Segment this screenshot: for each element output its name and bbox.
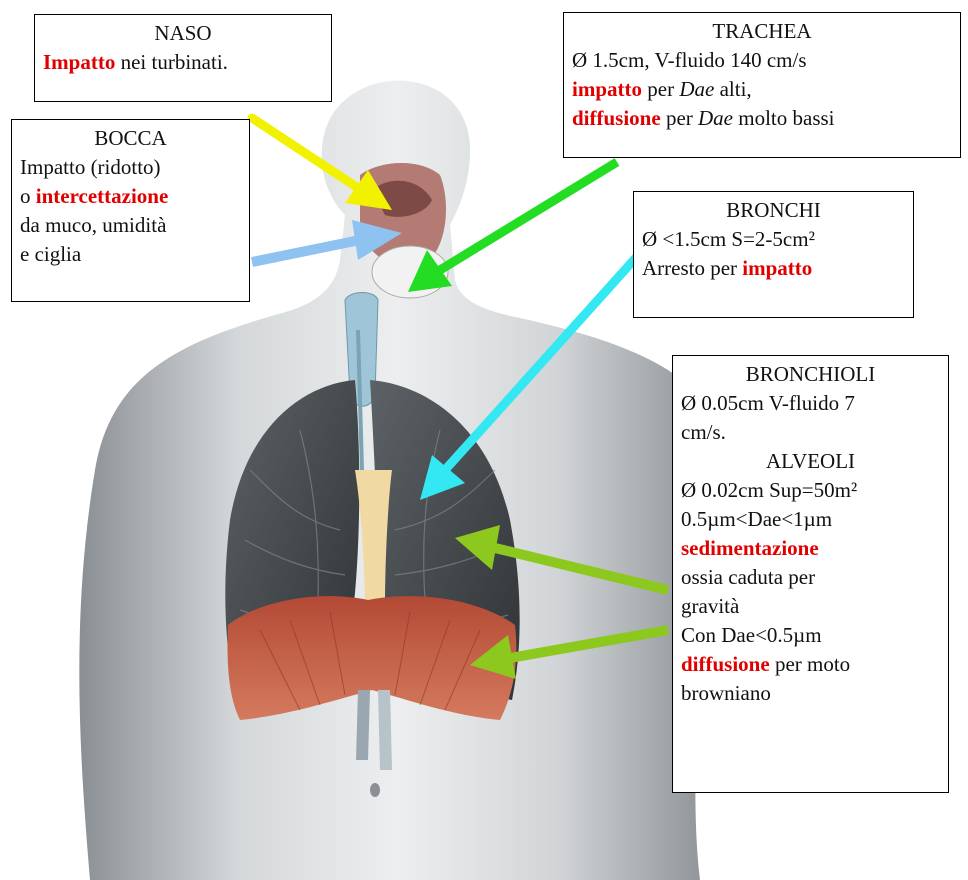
label-naso: NASO Impatto nei turbinati. bbox=[34, 14, 332, 102]
alveoli-line-5: gravità bbox=[681, 592, 940, 621]
bocca-line-4: e ciglia bbox=[20, 240, 241, 269]
bocca-line-3: da muco, umidità bbox=[20, 211, 241, 240]
alveoli-line-3: sedimentazione bbox=[681, 534, 940, 563]
alveoli-line-4: ossia caduta per bbox=[681, 563, 940, 592]
bronchi-title: BRONCHI bbox=[642, 196, 905, 225]
label-trachea: TRACHEA Ø 1.5cm, V-fluido 140 cm/s impat… bbox=[563, 12, 961, 158]
bronchi-line-2: Arresto per impatto bbox=[642, 254, 905, 283]
bocca-title: BOCCA bbox=[20, 124, 241, 153]
alveoli-line-8: browniano bbox=[681, 679, 940, 708]
trachea-title: TRACHEA bbox=[572, 17, 952, 46]
trachea-line-1: Ø 1.5cm, V-fluido 140 cm/s bbox=[572, 46, 952, 75]
label-bronchi: BRONCHI Ø <1.5cm S=2-5cm² Arresto per im… bbox=[633, 191, 914, 318]
bocca-line-2: o intercettazione bbox=[20, 182, 241, 211]
bronchi-line-1: Ø <1.5cm S=2-5cm² bbox=[642, 225, 905, 254]
bronchioli-line-2: cm/s. bbox=[681, 418, 940, 447]
trachea-line-3: diffusione per Dae molto bassi bbox=[572, 104, 952, 133]
naso-title: NASO bbox=[43, 19, 323, 48]
alveoli-title: ALVEOLI bbox=[681, 447, 940, 476]
bronchioli-line-1: Ø 0.05cm V-fluido 7 bbox=[681, 389, 940, 418]
alveoli-line-7: diffusione per moto bbox=[681, 650, 940, 679]
label-bronchioli-alveoli: BRONCHIOLI Ø 0.05cm V-fluido 7 cm/s. ALV… bbox=[672, 355, 949, 793]
alveoli-line-2: 0.5µm<Dae<1µm bbox=[681, 505, 940, 534]
trachea-line-2: impatto per Dae alti, bbox=[572, 75, 952, 104]
label-bocca: BOCCA Impatto (ridotto) o intercettazion… bbox=[11, 119, 250, 302]
naso-line-1: Impatto nei turbinati. bbox=[43, 48, 323, 77]
bronchioli-title: BRONCHIOLI bbox=[681, 360, 940, 389]
alveoli-line-1: Ø 0.02cm Sup=50m² bbox=[681, 476, 940, 505]
alveoli-line-6: Con Dae<0.5µm bbox=[681, 621, 940, 650]
bocca-line-1: Impatto (ridotto) bbox=[20, 153, 241, 182]
